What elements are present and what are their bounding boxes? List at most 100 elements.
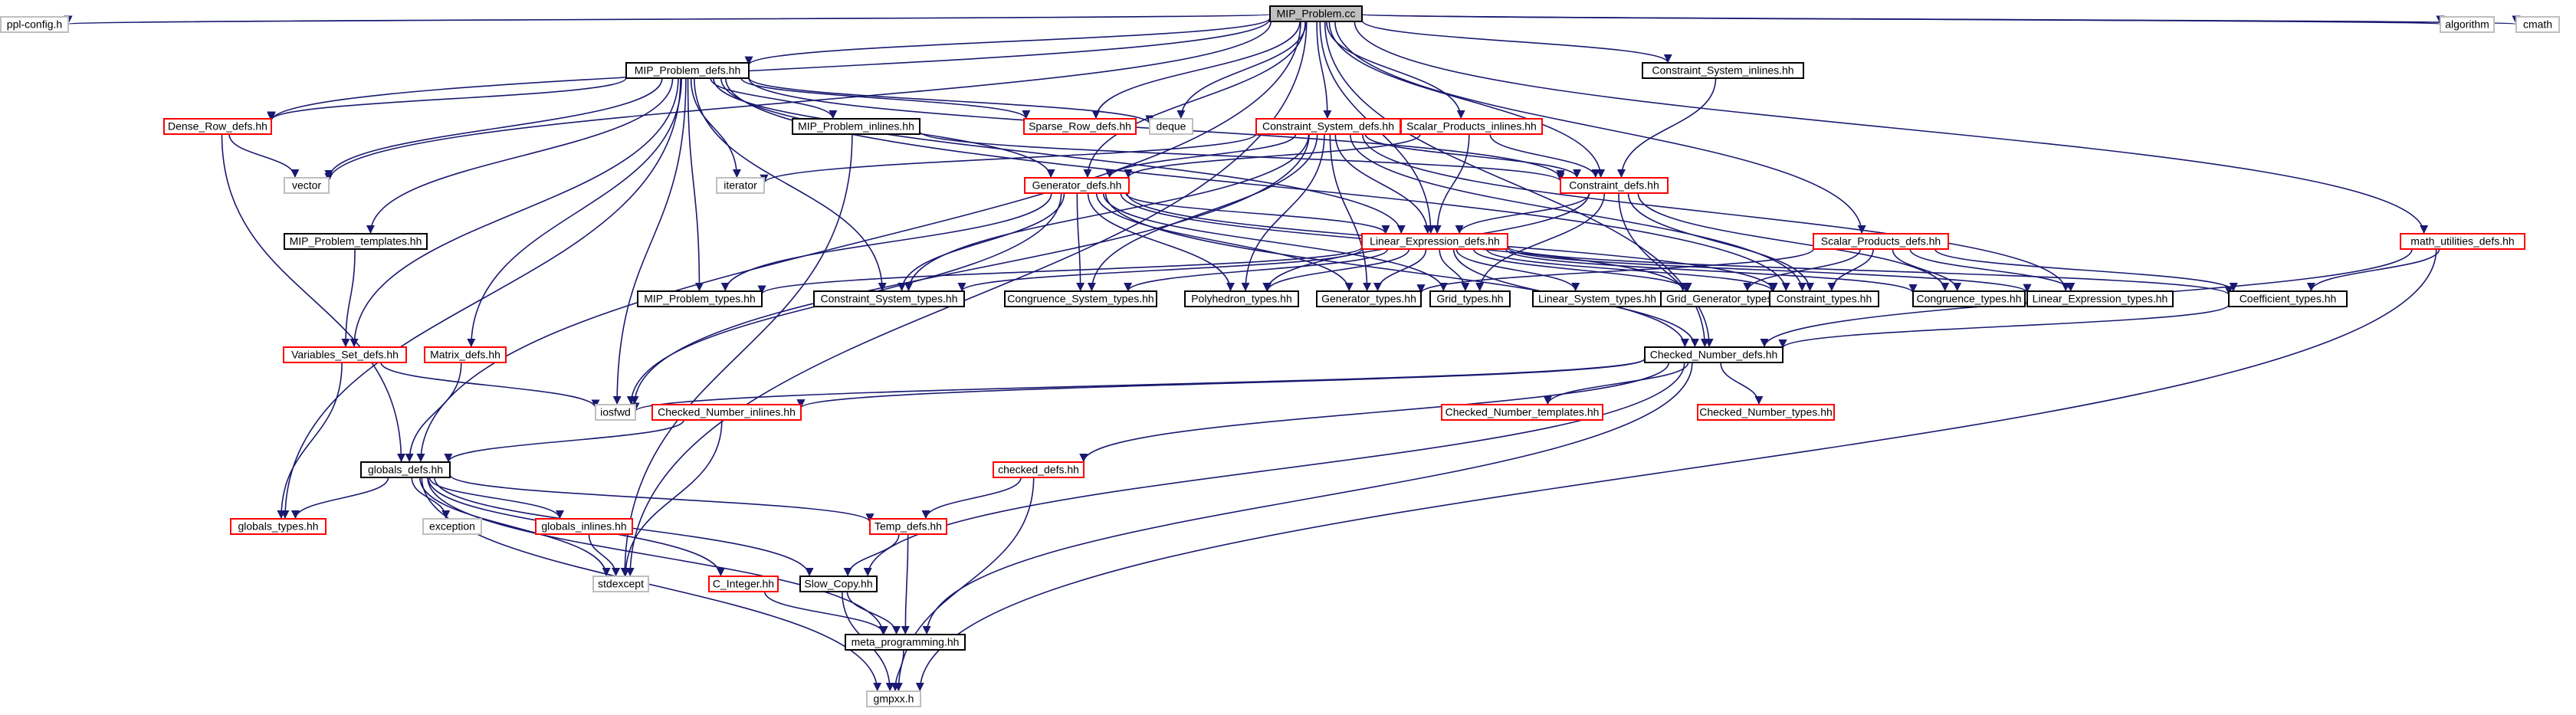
edge-mipdefs-to-matrixdefs — [467, 77, 682, 348]
file-node-mipdefs[interactable]: MIP_Problem_defs.hh — [625, 62, 750, 79]
node-label: gmpxx.h — [874, 693, 914, 705]
node-box — [592, 576, 649, 592]
file-node-congtypes[interactable]: Congruence_types.hh — [1912, 290, 2026, 307]
file-node-miptemplates[interactable]: MIP_Problem_templates.hh — [284, 233, 428, 250]
edge-spdefs-to-gentypes — [1416, 248, 1814, 294]
node-box — [0, 16, 69, 33]
node-label: Congruence_System_types.hh — [1007, 293, 1153, 305]
edge-root-to-denserow — [267, 18, 1271, 121]
file-node-mipinlines[interactable]: MIP_Problem_inlines.hh — [792, 118, 920, 135]
file-node-globalsinlines[interactable]: globals_inlines.hh — [535, 518, 633, 535]
file-node-cntemplates[interactable]: Checked_Number_templates.hh — [1441, 404, 1603, 421]
node-label: ppl-config.h — [7, 18, 62, 31]
file-node-gmpxx: gmpxx.h — [866, 690, 921, 707]
file-node-algorithm: algorithm — [2440, 16, 2495, 33]
edge-cndefs-to-iosfwd — [631, 358, 1646, 412]
edge-linexpr-to-coeftypes — [1507, 245, 2233, 296]
file-node-metaprog[interactable]: meta_programming.hh — [845, 634, 966, 651]
edge-linexpr-to-cstypes — [957, 248, 1363, 292]
edge-linexpr-to-congsystypes — [1124, 248, 1389, 292]
edge-csdefs-to-contypes — [1349, 133, 1806, 292]
file-node-gridgentypes[interactable]: Grid_Generator_types.hh — [1660, 290, 1793, 307]
node-box — [1560, 177, 1669, 194]
file-node-sparserow[interactable]: Sparse_Row_defs.hh — [1023, 118, 1137, 135]
node-box — [1269, 5, 1363, 22]
node-box — [1429, 290, 1511, 307]
node-label: Matrix_defs.hh — [430, 349, 500, 361]
edge-root-to-mipdefs — [744, 17, 1271, 66]
file-node-cinteger[interactable]: C_Integer.hh — [708, 576, 779, 592]
node-label: Constraint_types.hh — [1777, 293, 1872, 305]
file-node-spdefs[interactable]: Scalar_Products_defs.hh — [1813, 233, 1949, 250]
file-node-varsetdefs[interactable]: Variables_Set_defs.hh — [283, 346, 407, 363]
file-node-gentypes[interactable]: Generator_types.hh — [1316, 290, 1422, 307]
node-box — [993, 461, 1085, 478]
node-label: MIP_Problem_templates.hh — [290, 235, 422, 248]
file-node-gendefs[interactable]: Generator_defs.hh — [1024, 177, 1130, 194]
file-node-denserow[interactable]: Dense_Row_defs.hh — [163, 118, 272, 135]
edge-csdefs-to-iterator — [760, 133, 1257, 184]
edge-mipdefs-to-cstypes — [694, 77, 887, 292]
edge-condefs-to-congtypes — [1637, 192, 1950, 292]
edge-condefs-to-contypes — [1627, 192, 1815, 292]
file-node-polytypes[interactable]: Polyhedron_types.hh — [1184, 290, 1299, 307]
edges-layer — [66, 13, 2519, 692]
file-node-iterator: iterator — [716, 177, 765, 194]
edge-globalsdefs-to-globalstypes — [290, 477, 389, 520]
edge-cndefs-to-cninlines — [796, 358, 1646, 409]
node-label: Grid_Generator_types.hh — [1666, 293, 1787, 305]
file-node-globalsdefs[interactable]: globals_defs.hh — [360, 461, 451, 478]
file-node-globalstypes[interactable]: globals_types.hh — [230, 518, 327, 535]
edge-denserow-to-vector — [228, 133, 300, 179]
node-box — [1023, 118, 1137, 135]
file-node-congsystypes[interactable]: Congruence_System_types.hh — [1004, 290, 1157, 307]
node-label: cmath — [2523, 18, 2552, 31]
node-box — [422, 518, 482, 535]
node-label: Generator_types.hh — [1321, 293, 1416, 305]
edge-globalsdefs-to-gmpxx — [421, 477, 882, 692]
node-box — [2228, 290, 2348, 307]
edge-mipdefs-to-iterator — [690, 77, 741, 179]
file-node-linsystypes[interactable]: Linear_System_types.hh — [1532, 290, 1662, 307]
file-node-miptypes[interactable]: MIP_Problem_types.hh — [637, 290, 763, 307]
node-box — [2440, 16, 2495, 33]
file-node-condefs[interactable]: Constraint_defs.hh — [1560, 177, 1669, 194]
file-node-coeftypes[interactable]: Coefficient_types.hh — [2228, 290, 2348, 307]
file-node-mathutil[interactable]: math_utilities_defs.hh — [2400, 233, 2525, 250]
node-label: Constraint_defs.hh — [1569, 179, 1659, 192]
file-node-gridtypes[interactable]: Grid_types.hh — [1429, 290, 1511, 307]
file-node-slowcopy[interactable]: Slow_Copy.hh — [799, 576, 878, 592]
file-node-spinlines[interactable]: Scalar_Products_inlines.hh — [1400, 118, 1543, 135]
edge-spinlines-to-gendefs — [1124, 133, 1421, 179]
node-label: checked_defs.hh — [998, 464, 1079, 476]
edge-csdefs-to-gentypes — [1329, 133, 1372, 292]
file-node-matrixdefs[interactable]: Matrix_defs.hh — [424, 346, 507, 363]
node-box — [595, 404, 636, 421]
file-node-cstypes[interactable]: Constraint_System_types.hh — [813, 290, 965, 307]
file-node-checkeddefs[interactable]: checked_defs.hh — [993, 461, 1085, 478]
file-node-csinlines[interactable]: Constraint_System_inlines.hh — [1642, 62, 1804, 79]
node-box — [1316, 290, 1422, 307]
file-node-tempdefs[interactable]: Temp_defs.hh — [869, 518, 947, 535]
edge-gendefs-to-cndefs — [1104, 192, 1689, 348]
node-box — [845, 634, 966, 651]
edge-cndefs-to-cntemplates — [1543, 362, 1689, 405]
node-box — [1769, 290, 1879, 307]
edge-root-to-pplconfig — [66, 13, 1271, 25]
edge-csdefs-to-congsystypes — [1087, 133, 1318, 292]
file-node-contypes[interactable]: Constraint_types.hh — [1769, 290, 1879, 307]
file-node-linexpr[interactable]: Linear_Expression_defs.hh — [1361, 233, 1508, 250]
edge-root-to-sparserow — [1091, 21, 1301, 120]
file-node-cndefs[interactable]: Checked_Number_defs.hh — [1644, 346, 1784, 363]
file-node-cntypes[interactable]: Checked_Number_types.hh — [1697, 404, 1835, 421]
node-box — [283, 346, 407, 363]
node-box — [1004, 290, 1157, 307]
node-box — [2026, 290, 2174, 307]
file-node-csdefs[interactable]: Constraint_System_defs.hh — [1255, 118, 1401, 135]
node-box — [2400, 233, 2525, 250]
node-box — [284, 177, 330, 194]
node-label: C_Integer.hh — [713, 578, 774, 590]
edge-mipdefs-to-deque — [748, 77, 1154, 125]
file-node-linexprtypes[interactable]: Linear_Expression_types.hh — [2026, 290, 2174, 307]
file-node-cninlines[interactable]: Checked_Number_inlines.hh — [651, 404, 802, 421]
